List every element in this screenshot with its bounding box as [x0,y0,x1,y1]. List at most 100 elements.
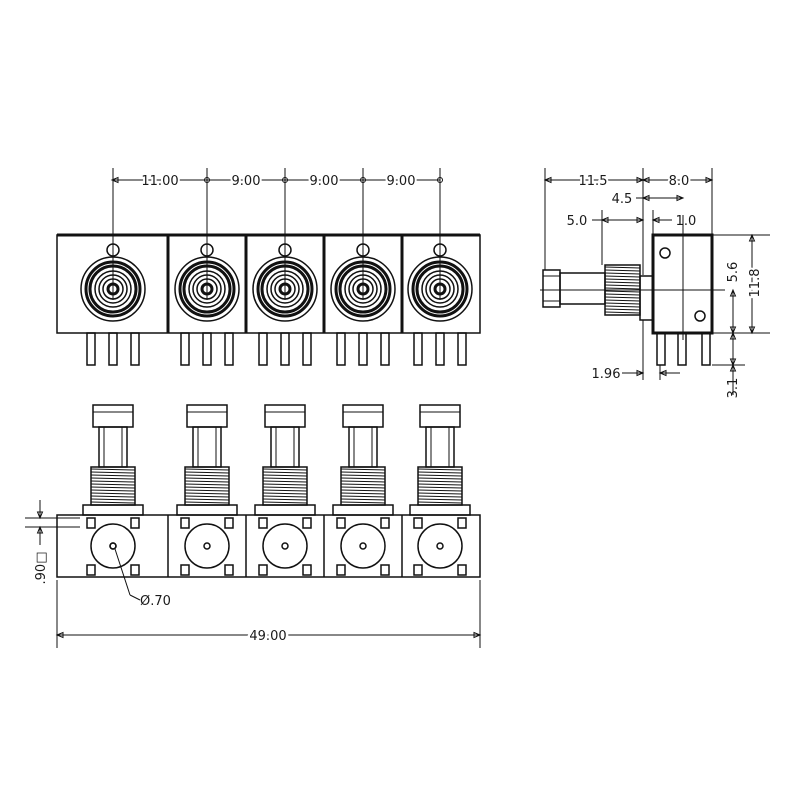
arrowhead [600,216,609,224]
arrowhead [748,326,756,335]
connector-ring [98,274,128,304]
bnc-flange [254,504,316,516]
bottom-face-circle [184,523,230,569]
bnc-flange [176,504,238,516]
mount-square [336,517,346,529]
thread-line [604,308,641,311]
thread-line [262,468,308,471]
thread-line [184,474,230,477]
leader [129,594,141,601]
bnc-flange [409,504,471,516]
connector-ring [429,278,451,300]
bottom-face-circle [340,523,386,569]
dim-5-0: 5.0 [567,214,588,229]
front-pin [202,332,212,366]
bnc-cap [342,404,384,428]
mount-square [86,564,96,576]
dim-5-6: 5.6 [726,262,741,283]
dim-11-8: 11.8 [748,269,763,298]
arrowhead [729,331,737,340]
thread-line [604,287,641,290]
thread-line [604,311,641,314]
thread-line [184,489,230,492]
front-key-hole [278,243,292,257]
bottom-center-pin [359,542,367,550]
thread-line [417,489,463,492]
connector-outer-ring [407,256,473,322]
arrowhead [641,176,650,184]
bnc-cap [419,404,461,428]
connector-ring [94,270,132,308]
dim-8-0: 8.0 [669,174,690,189]
connector-ring [102,278,124,300]
bnc-shaft [270,426,300,468]
dim-1-0: 1.0 [676,214,697,229]
thread-line [340,501,386,504]
mount-square [380,564,390,576]
bottom-face-circle [90,523,136,569]
connector-ring [411,260,469,318]
connector-outer-ring [252,256,318,322]
dim-1-96: 1.96 [592,367,621,382]
connector-ring [270,274,300,304]
thread-line [184,492,230,495]
bnc-flange [332,504,394,516]
thread-line [90,501,136,504]
side-pin [701,332,711,366]
dim-square: .90□ [34,552,49,585]
thread-line [604,284,641,287]
thread-line [340,477,386,480]
connector-ring [260,264,310,314]
front-pin [457,332,467,366]
bnc-flange [82,504,144,516]
connector-ring [256,260,314,318]
side-hole [659,247,671,259]
thread-line [184,498,230,501]
thread-line [604,290,641,293]
thread-line [604,305,641,308]
connector-ring [196,278,218,300]
thread-line [90,489,136,492]
mount-square [457,517,467,529]
mount-square [336,564,346,576]
dim-dot [437,177,443,183]
mount-square [130,517,140,529]
thread-line [340,489,386,492]
thread-line [90,474,136,477]
mount-square [130,564,140,576]
mount-square [180,517,190,529]
arrowhead [636,216,645,224]
arrowhead [729,358,737,367]
arrowhead [543,176,552,184]
connector-ring [334,260,392,318]
thread-line [340,492,386,495]
front-pin [336,332,346,366]
arrowhead [36,511,44,520]
bottom-center-pin [203,542,211,550]
front-key-hole [200,243,214,257]
arrowhead [55,631,64,639]
arrowhead [636,176,645,184]
thread-line [417,495,463,498]
bnc-shaft [348,426,378,468]
connector-ring [352,278,374,300]
thread-line [417,483,463,486]
thread-line [604,275,641,278]
arrowhead [641,194,650,202]
connector-ring [421,270,459,308]
thread-line [184,495,230,498]
connector-center [106,282,120,296]
connector-center [433,282,447,296]
thread-line [340,471,386,474]
front-pin [413,332,423,366]
connector-outer-ring [174,256,240,322]
side-hole [694,310,706,322]
mount-square [302,517,312,529]
mount-square [413,517,423,529]
front-pin [86,332,96,366]
connector-center [200,282,214,296]
mount-square [380,517,390,529]
arrowhead [705,176,714,184]
thread-line [340,483,386,486]
thread-line [604,299,641,302]
